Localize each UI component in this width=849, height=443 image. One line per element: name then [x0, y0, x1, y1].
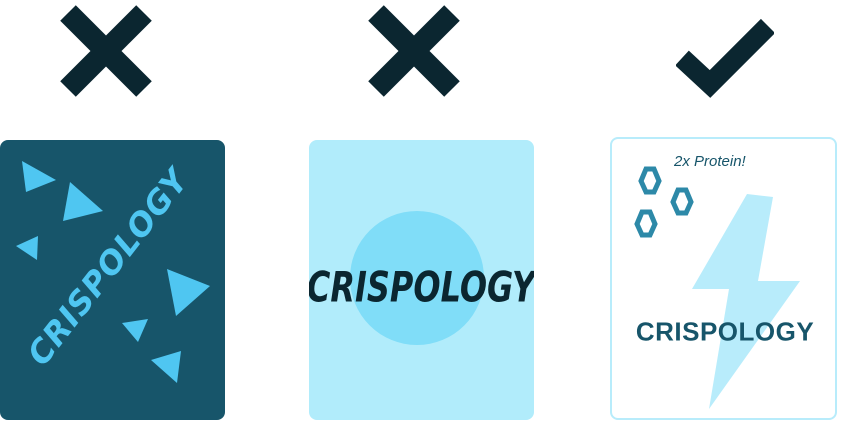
brand-logo: CRISPOLOGY	[635, 316, 815, 347]
check-icon	[676, 18, 774, 100]
package-busy: CRISPOLOGY	[0, 140, 225, 420]
package-plain: CRISPOLOGY	[309, 140, 534, 420]
hexagon-icons	[634, 166, 694, 238]
tagline-text: 2x Protein!	[674, 153, 746, 170]
triangle-shapes	[16, 161, 210, 383]
cross-icon	[58, 3, 154, 99]
circle-shape	[350, 211, 484, 345]
cross-icon	[366, 3, 462, 99]
brand-logo: CRISPOLOGY	[309, 262, 534, 312]
lightning-bolt-icon	[692, 194, 800, 409]
package-good: 2x Protein! CRISPOLOGY	[610, 137, 837, 420]
